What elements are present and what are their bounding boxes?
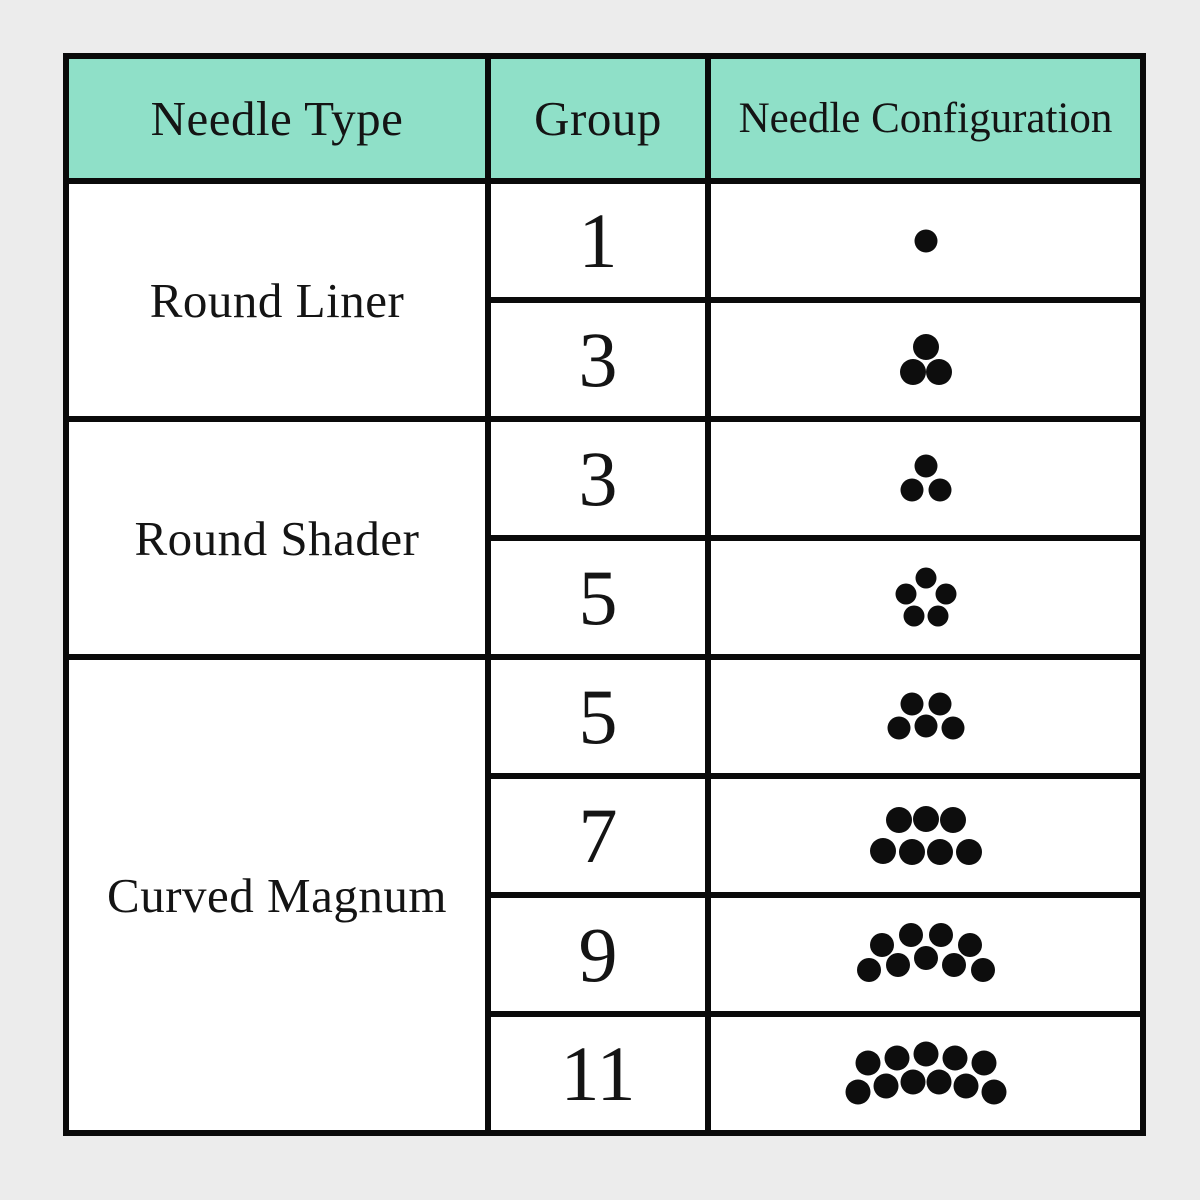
needle-dot-pattern	[714, 187, 1137, 294]
table-row: 9	[66, 892, 1146, 1017]
table-row: 11	[66, 1011, 1146, 1136]
group-value: 11	[485, 1011, 711, 1136]
group-value: 5	[485, 535, 711, 660]
needle-dot-pattern	[714, 663, 1137, 770]
needle-type-curved-magnum: Curved Magnum	[63, 654, 491, 1136]
needle-type-round-liner: Round Liner	[63, 178, 491, 422]
group-value: 9	[485, 892, 711, 1017]
needle-dot-pattern	[714, 544, 1137, 651]
needle-dot-pattern	[714, 901, 1137, 1008]
needle-dot-pattern	[714, 425, 1137, 532]
needle-configuration-cell	[705, 773, 1146, 898]
col-header-needle-configuration: Needle Configuration	[705, 53, 1146, 184]
col-header-group: Group	[485, 53, 711, 184]
table-row: Round Shader 3	[63, 416, 1146, 660]
needle-table: Needle Type Group Needle Configuration R…	[63, 53, 1146, 1136]
col-header-needle-type: Needle Type	[63, 53, 491, 184]
group-value: 5	[485, 654, 711, 779]
needle-configuration-cell	[705, 654, 1146, 779]
table-row: 3	[66, 297, 1146, 422]
group-value: 3	[485, 297, 711, 422]
table-row: Curved Magnum 5	[63, 654, 1146, 1136]
table-row: Round Liner 1	[63, 178, 1146, 422]
group-value: 1	[485, 178, 711, 303]
group-value: 3	[485, 416, 711, 541]
header-row: Needle Type Group Needle Configuration	[63, 53, 1146, 184]
needle-dot-pattern	[714, 782, 1137, 889]
needle-configuration-cell	[705, 1011, 1146, 1136]
needle-chart: Needle Type Group Needle Configuration R…	[63, 53, 1146, 1136]
table-row: 7	[66, 773, 1146, 898]
needle-dot-pattern	[714, 1020, 1137, 1127]
needle-type-round-shader: Round Shader	[63, 416, 491, 660]
needle-configuration-cell	[705, 416, 1146, 541]
needle-configuration-cell	[705, 535, 1146, 660]
group-value: 7	[485, 773, 711, 898]
needle-configuration-cell	[705, 178, 1146, 303]
needle-dot-pattern	[714, 306, 1137, 413]
needle-configuration-cell	[705, 892, 1146, 1017]
table-row: 5	[66, 535, 1146, 660]
needle-configuration-cell	[705, 297, 1146, 422]
